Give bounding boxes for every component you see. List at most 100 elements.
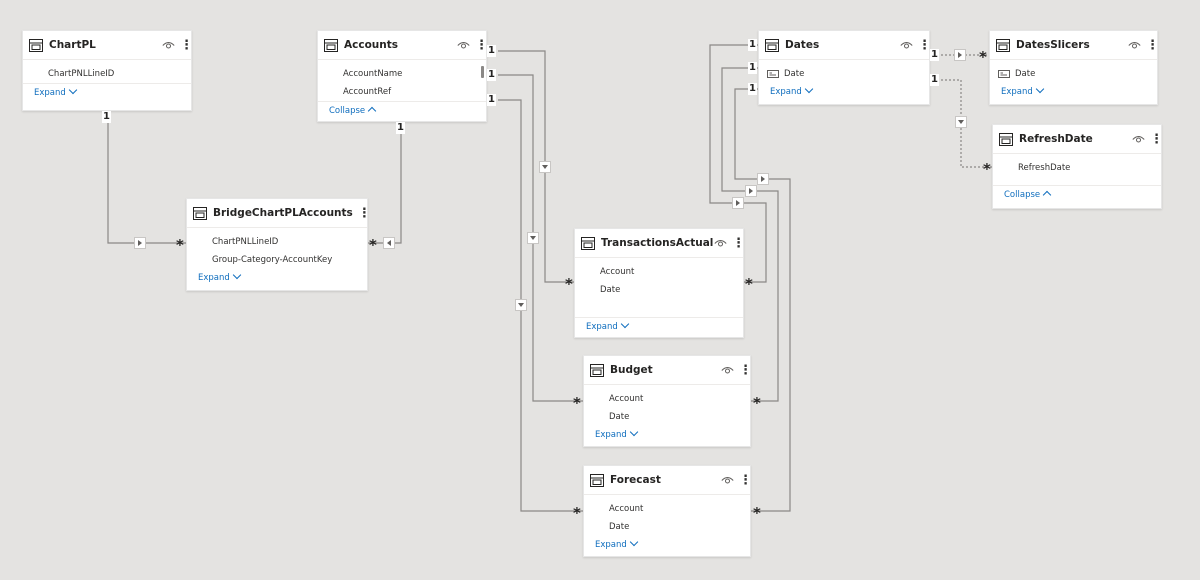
chevron-down-icon [620,319,630,329]
cardinality-one-label: 1 [396,122,405,134]
eye-icon[interactable] [1132,135,1145,144]
table-header[interactable]: Budget ⋮ [584,356,752,385]
relationship-line-accounts-transactions[interactable] [498,50,574,283]
more-options-icon[interactable]: ⋮ [475,37,488,53]
expand-label: Expand [34,88,66,98]
table-icon [765,38,779,52]
field-item[interactable]: Date [609,522,630,532]
chevron-down-icon [629,427,639,437]
expand-toggle[interactable]: Expand [187,269,367,287]
table-header[interactable]: TransactionsActual ⋮ [575,229,745,258]
filter-direction-right-icon [134,237,146,249]
field-item[interactable]: ChartPNLLineID [212,237,279,247]
cardinality-one-label: 1 [487,94,496,106]
more-options-icon[interactable]: ⋮ [918,37,931,53]
eye-icon[interactable] [457,41,470,50]
expand-toggle[interactable]: Expand [990,83,1157,101]
table-icon [590,473,604,487]
more-options-icon[interactable]: ⋮ [1146,37,1159,53]
calendar-field-icon [767,70,779,78]
cardinality-many-label: * [983,160,991,178]
expand-toggle[interactable]: Expand [584,536,750,554]
more-options-icon[interactable]: ⋮ [180,37,193,53]
expand-toggle[interactable]: Expand [575,318,743,336]
field-item[interactable]: Account [609,394,644,404]
table-icon [999,132,1013,146]
scrollbar-thumb[interactable] [481,66,484,78]
table-card-refreshdate[interactable]: RefreshDate ⋮ RefreshDate Collapse [992,124,1163,209]
more-options-icon[interactable]: ⋮ [732,235,745,251]
field-item[interactable]: Date [600,285,621,295]
relationship-line-dates-refreshdate[interactable] [941,79,992,168]
cardinality-one-label: 1 [487,45,496,57]
filter-direction-down-icon [539,161,551,173]
table-card-transactionsactual[interactable]: TransactionsActual ⋮ Account Date Expand [574,228,745,338]
expand-label: Expand [198,273,230,283]
table-card-budget[interactable]: Budget ⋮ Account Date Expand [583,355,752,447]
relationship-line-accounts-budget[interactable] [498,74,583,402]
field-item[interactable]: AccountRef [343,87,392,97]
more-options-icon[interactable]: ⋮ [739,472,752,488]
eye-icon[interactable] [162,41,175,50]
field-item[interactable]: Group-Category-AccountKey [212,255,333,265]
table-card-bridgechartplaccounts[interactable]: BridgeChartPLAccounts ⋮ ChartPNLLineID G… [186,198,371,291]
expand-label: Expand [1001,87,1033,97]
chevron-down-icon [232,270,242,280]
table-header[interactable]: Forecast ⋮ [584,466,752,495]
table-title: Dates [785,39,820,51]
table-header[interactable]: Dates ⋮ [759,31,931,60]
table-card-chartpl[interactable]: ChartPL ⋮ ChartPNLLineID Expand [22,30,193,111]
table-header[interactable]: DatesSlicers ⋮ [990,31,1159,60]
field-item[interactable]: Date [990,65,1157,83]
filter-direction-right-icon [757,173,769,185]
eye-icon[interactable] [1128,41,1141,50]
table-card-accounts[interactable]: Accounts ⋮ AccountName AccountRef Collap… [317,30,488,122]
more-options-icon[interactable]: ⋮ [1150,131,1163,147]
field-item[interactable]: AccountName [343,69,403,79]
table-icon [29,38,43,52]
relationship-line-accounts-bridge[interactable] [367,122,402,244]
expand-toggle[interactable]: Expand [759,83,929,101]
field-item[interactable]: Date [759,65,929,83]
table-icon [996,38,1010,52]
expand-toggle[interactable]: Expand [584,426,750,444]
cardinality-one-label: 1 [748,62,757,74]
table-card-dates[interactable]: Dates ⋮ Date Expand [758,30,931,105]
field-label: Date [784,69,805,79]
eye-icon[interactable] [721,476,734,485]
more-options-icon[interactable]: ⋮ [739,362,752,378]
table-icon [324,38,338,52]
filter-direction-right-icon [732,197,744,209]
field-item[interactable]: Account [600,267,635,277]
relationship-line-chartpl-bridge[interactable] [107,120,186,244]
table-card-forecast[interactable]: Forecast ⋮ Account Date Expand [583,465,752,557]
table-header[interactable]: BridgeChartPLAccounts ⋮ [187,199,371,228]
cardinality-one-label: 1 [930,74,939,86]
more-options-icon[interactable]: ⋮ [357,205,371,221]
filter-direction-down-icon [527,232,539,244]
expand-label: Expand [770,87,802,97]
cardinality-many-label: * [176,236,184,254]
table-title: TransactionsActual [601,237,714,249]
field-item[interactable]: Account [609,504,644,514]
expand-toggle[interactable]: Expand [23,84,191,102]
table-title: RefreshDate [1019,133,1093,145]
table-title: Forecast [610,474,661,486]
table-card-datesslicers[interactable]: DatesSlicers ⋮ Date Expand [989,30,1159,105]
eye-icon[interactable] [900,41,913,50]
collapse-toggle[interactable]: Collapse [318,102,486,120]
field-item[interactable]: Date [609,412,630,422]
field-item[interactable]: ChartPNLLineID [48,69,115,79]
cardinality-one-label: 1 [930,49,939,61]
filter-direction-down-icon [515,299,527,311]
expand-label: Expand [586,322,618,332]
table-header[interactable]: RefreshDate ⋮ [993,125,1163,154]
chevron-down-icon [1035,84,1045,94]
field-item[interactable]: RefreshDate [1018,163,1071,173]
cardinality-many-label: * [745,275,753,293]
collapse-toggle[interactable]: Collapse [993,186,1161,204]
eye-icon[interactable] [721,366,734,375]
table-header[interactable]: ChartPL ⋮ [23,31,193,60]
eye-icon[interactable] [714,239,727,248]
table-header[interactable]: Accounts ⋮ [318,31,488,60]
